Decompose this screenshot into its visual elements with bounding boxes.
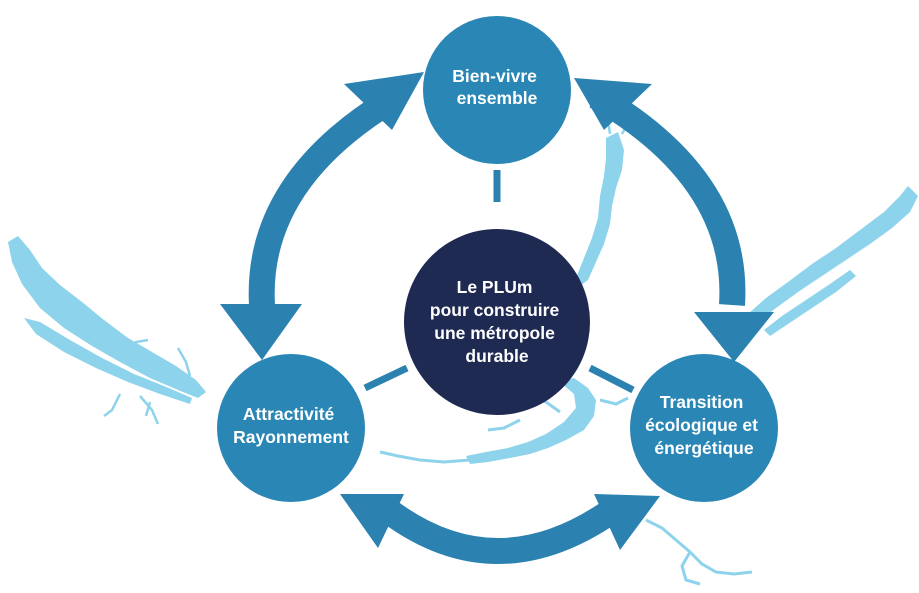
arrowhead-bottom-left xyxy=(340,494,404,548)
arrowhead-right xyxy=(694,312,774,362)
connector-lines xyxy=(363,170,635,394)
node-center-line-1: Le PLUm xyxy=(457,277,533,297)
river-center xyxy=(466,378,596,464)
node-attractivite-line-2: Rayonnement xyxy=(233,427,349,447)
node-transition-circle xyxy=(630,354,778,502)
river-left-creeks xyxy=(103,338,192,425)
arc-top-left xyxy=(248,84,405,306)
arrowhead-top-right xyxy=(574,78,652,130)
connector-left xyxy=(363,364,409,392)
node-transition-line-1: Transition xyxy=(660,392,744,412)
node-attractivite-line-1: Attractivité xyxy=(243,404,335,424)
node-center-label: Le PLUm pour construire une métropole du… xyxy=(430,277,564,366)
arc-top-right xyxy=(589,84,746,306)
arrowhead-top-left xyxy=(344,72,424,130)
river-left-branch xyxy=(24,318,192,404)
arrowhead-bottom-right xyxy=(594,494,660,550)
node-center: Le PLUm pour construire une métropole du… xyxy=(404,229,590,415)
node-attractivite-circle xyxy=(217,354,365,502)
node-center-circle xyxy=(404,229,590,415)
node-center-line-2: pour construire xyxy=(430,300,560,320)
node-center-line-3: une métropole xyxy=(434,323,555,343)
cycle-arrows xyxy=(220,72,774,564)
arc-bottom xyxy=(382,501,618,564)
node-attractivite: Attractivité Rayonnement xyxy=(217,354,365,502)
node-bien-vivre-circle xyxy=(423,16,571,164)
river-illustration xyxy=(8,103,918,586)
river-left xyxy=(8,236,206,398)
node-attractivite-label: Attractivité Rayonnement xyxy=(233,404,349,447)
node-transition: Transition écologique et énergétique xyxy=(630,354,778,502)
node-transition-line-2: écologique et xyxy=(645,415,758,435)
node-bien-vivre-label: Bien-vivre ensemble xyxy=(452,66,542,108)
river-top-right xyxy=(576,132,624,286)
river-left-channel xyxy=(100,330,124,352)
node-transition-label: Transition écologique et énergétique xyxy=(645,392,763,458)
river-right xyxy=(736,186,918,334)
node-transition-line-3: énergétique xyxy=(654,438,753,458)
node-center-line-4: durable xyxy=(465,346,528,366)
node-bien-vivre: Bien-vivre ensemble xyxy=(423,16,571,164)
arrowhead-left xyxy=(220,304,302,360)
river-right-branch xyxy=(764,270,856,336)
river-bottom xyxy=(645,518,753,586)
node-bien-vivre-line-1: Bien-vivre xyxy=(452,66,537,86)
node-bien-vivre-line-2: ensemble xyxy=(457,88,538,108)
connector-right xyxy=(588,364,635,394)
